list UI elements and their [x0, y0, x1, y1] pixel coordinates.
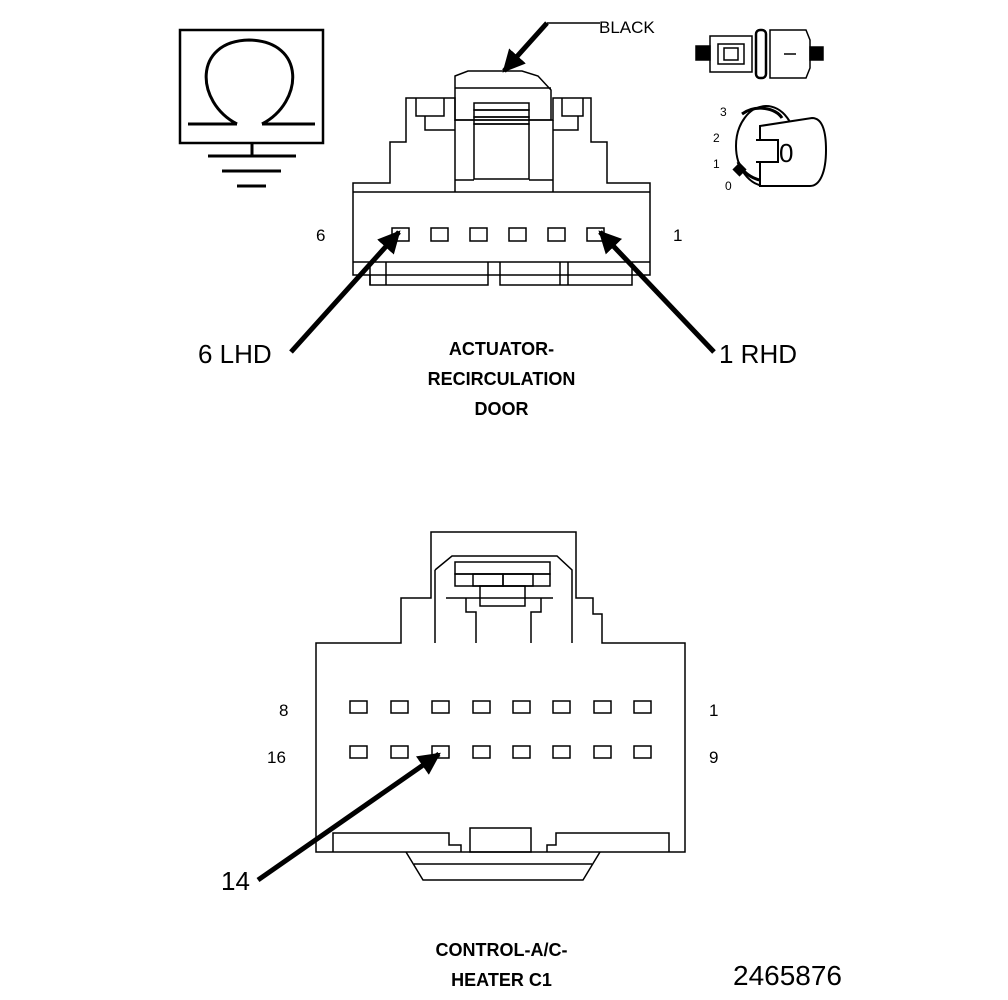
- top-connector-name: ACTUATOR- RECIRCULATION DOOR: [380, 334, 623, 424]
- pin14-callout-arrow: [256, 751, 441, 883]
- bottom-connector-name-line1: CONTROL-A/C-: [435, 940, 568, 960]
- figure-number: 2465876: [733, 960, 843, 991]
- key-position-1: 1: [713, 157, 720, 171]
- connector-plug-icon: [695, 28, 824, 80]
- bottom-connector-name: CONTROL-A/C- HEATER C1: [380, 935, 623, 995]
- top-pin-left-number: 6: [316, 226, 326, 245]
- bottom-pin-bottom-right-number: 9: [709, 748, 719, 767]
- connector-color-label: BLACK: [599, 18, 655, 37]
- bottom-pin-top-right-number: 1: [709, 701, 719, 720]
- rhd-callout-label: 1 RHD: [719, 339, 798, 369]
- top-connector-name-line1: ACTUATOR-: [448, 339, 555, 359]
- pin1-rhd-arrow: [598, 230, 716, 354]
- key-position-2: 2: [713, 131, 720, 145]
- top-pin-right-number: 1: [673, 226, 683, 245]
- pin14-callout-label: 14: [221, 866, 250, 896]
- top-connector-name-line2: RECIRCULATION: [427, 369, 576, 389]
- ohm-ground-icon: [178, 28, 325, 188]
- bottom-pin-bottom-left-number: 16: [267, 748, 286, 767]
- key-label: 0: [779, 138, 794, 168]
- recirculation-actuator-connector: [352, 70, 651, 286]
- key-position-3: 3: [720, 105, 727, 119]
- hvac-control-connector: [315, 531, 686, 881]
- bottom-connector-name-line2: HEATER C1: [451, 970, 552, 990]
- lhd-callout-label: 6 LHD: [198, 339, 272, 369]
- pin6-lhd-arrow: [289, 230, 401, 354]
- bottom-pin-top-left-number: 8: [279, 701, 289, 720]
- key-position-0: 0: [725, 179, 732, 193]
- top-connector-name-line3: DOOR: [474, 399, 529, 419]
- ignition-key-icon: [732, 105, 828, 187]
